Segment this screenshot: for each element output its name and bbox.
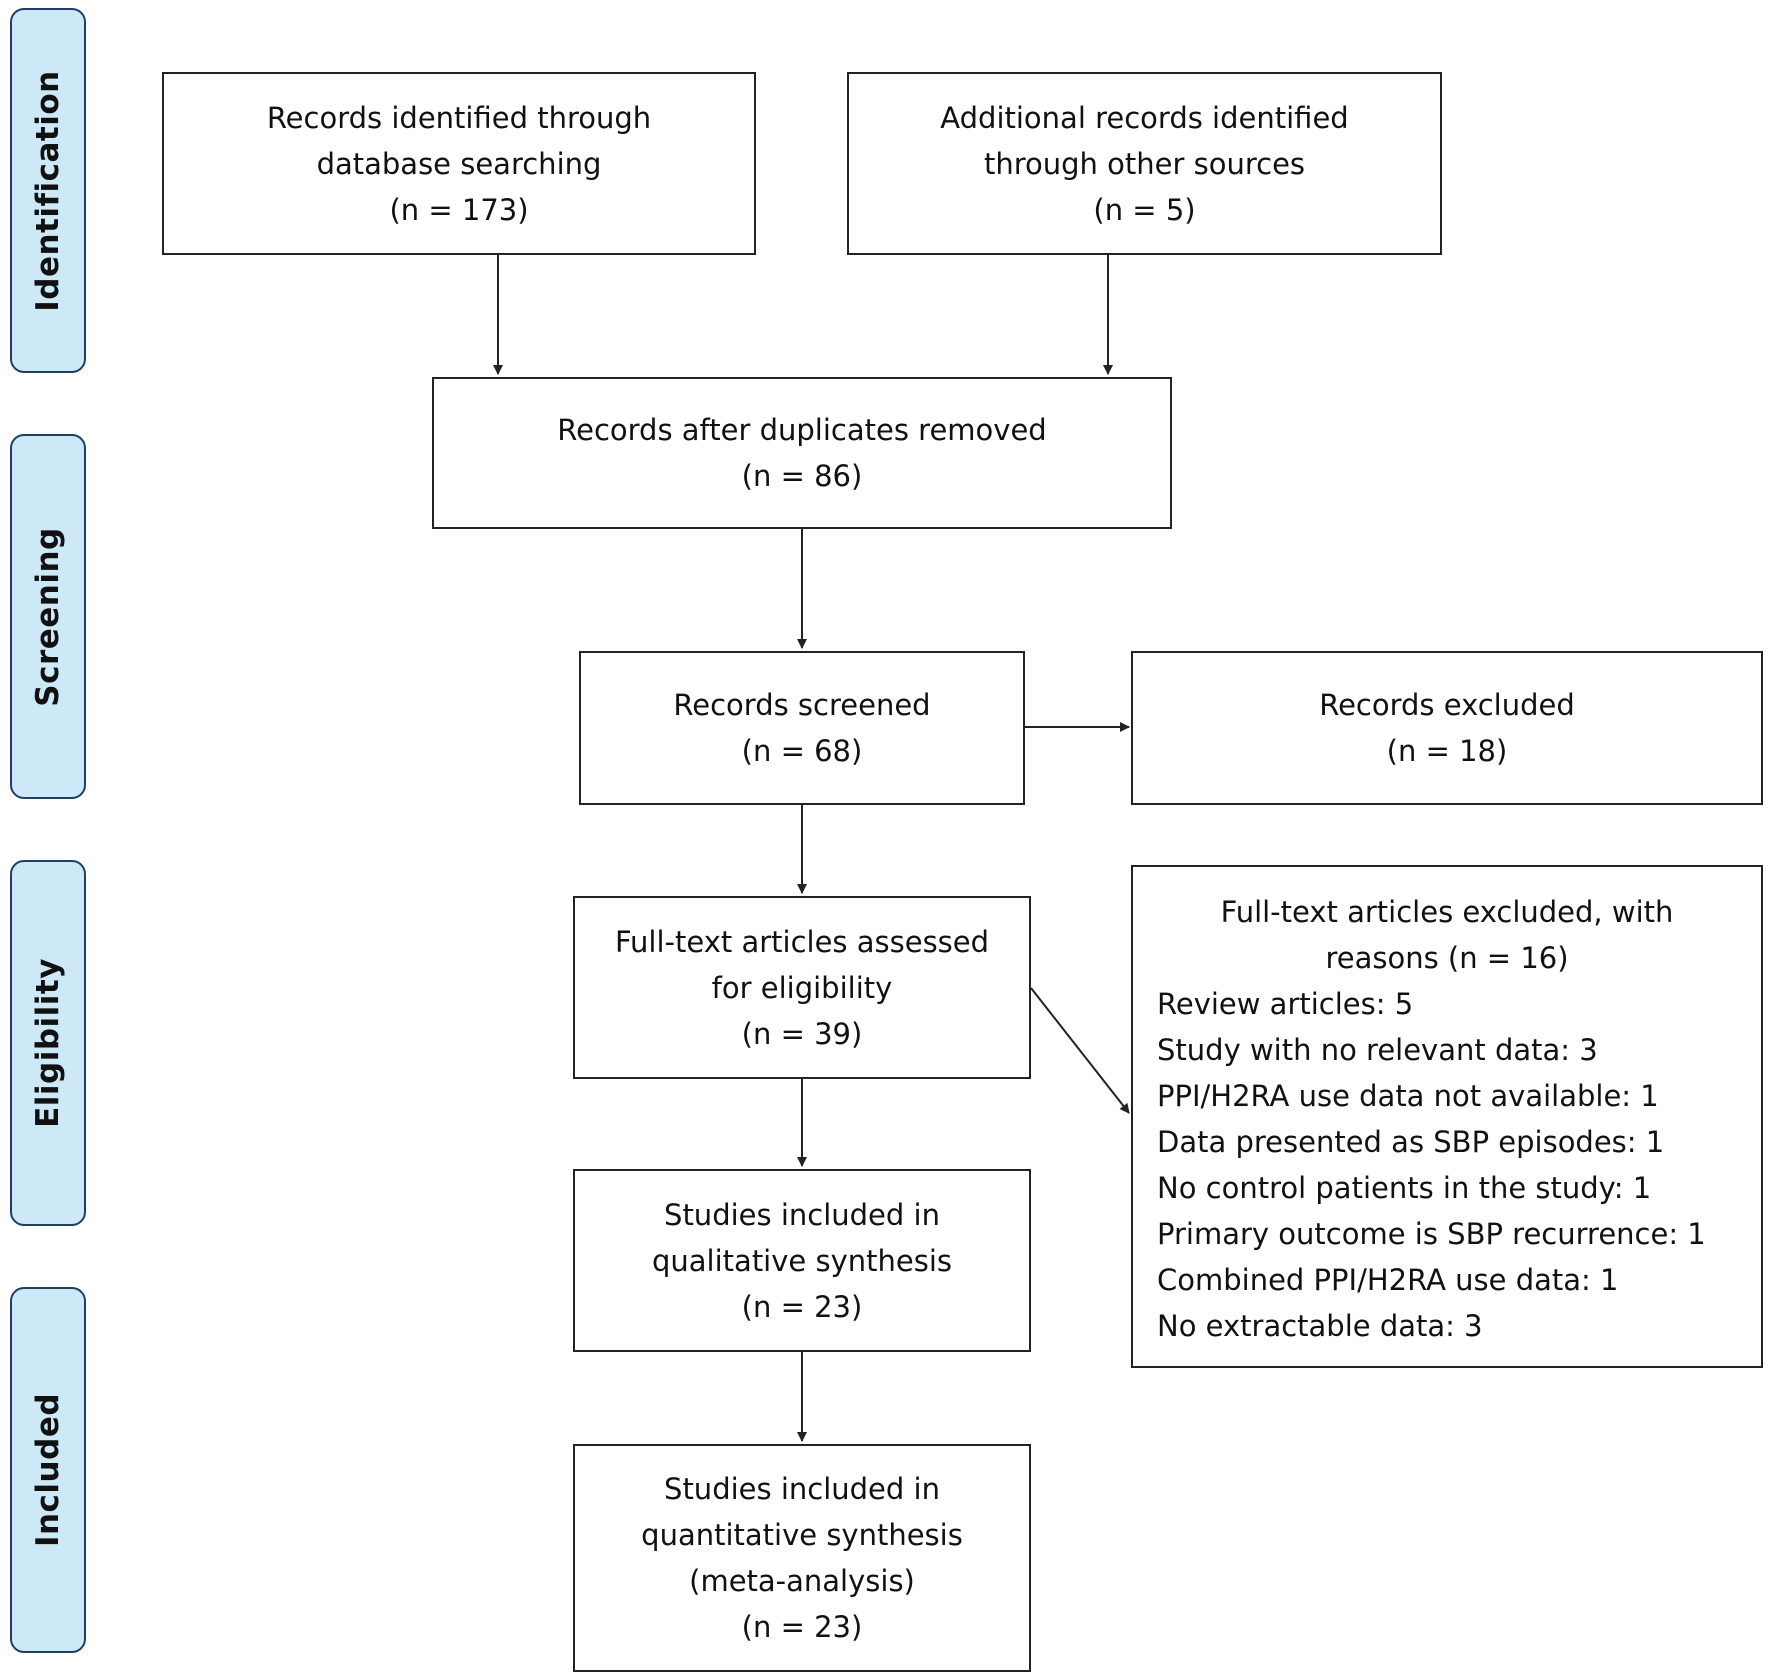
box-text: (meta-analysis) (689, 1564, 915, 1598)
stage-screening: Screening (10, 434, 86, 799)
box-text: for eligibility (711, 970, 893, 1005)
box-text: Studies included in (664, 1472, 940, 1506)
box-text: qualitative synthesis (652, 1243, 952, 1278)
box-text: through other sources (983, 146, 1306, 181)
box-heading: Full-text articles excluded, with reason… (1220, 895, 1674, 975)
box-fulltext-excluded: Full-text articles excluded, with reason… (1131, 865, 1763, 1368)
stage-label-eligibility: Eligibility (30, 958, 66, 1128)
exclusion-reason: No control patients in the study: 1 (1157, 1171, 1652, 1205)
stage-label-screening: Screening (30, 526, 66, 707)
box-records-excluded: Records excluded (n = 18) (1131, 651, 1763, 805)
box-count: (n = 68) (741, 734, 863, 768)
box-other-sources: Additional records identified through ot… (847, 72, 1442, 255)
stage-eligibility: Eligibility (10, 860, 86, 1226)
box-count: (n = 173) (389, 192, 529, 227)
box-count: (n = 39) (741, 1016, 863, 1051)
exclusion-reason: Combined PPI/H2RA use data: 1 (1157, 1263, 1619, 1297)
box-count: (n = 23) (741, 1289, 863, 1324)
box-database-records: Records identified through database sear… (162, 72, 756, 255)
exclusion-reason: Study with no relevant data: 3 (1157, 1033, 1598, 1067)
box-text: Records identified through (266, 100, 652, 135)
box-quantitative-synthesis: Studies included in quantitative synthes… (573, 1444, 1031, 1672)
exclusion-reason: Data presented as SBP episodes: 1 (1157, 1125, 1665, 1159)
stage-label-identification: Identification (30, 69, 66, 312)
box-text: quantitative synthesis (641, 1518, 963, 1552)
box-text: Full-text articles assessed (614, 924, 990, 959)
stage-identification: Identification (10, 8, 86, 373)
box-count: (n = 5) (1093, 192, 1196, 227)
box-text: Additional records identified (940, 100, 1349, 135)
box-count: (n = 23) (741, 1610, 863, 1644)
box-after-duplicates: Records after duplicates removed (n = 86… (432, 377, 1172, 529)
exclusion-reason: PPI/H2RA use data not available: 1 (1157, 1079, 1659, 1113)
exclusion-reason: Review articles: 5 (1157, 987, 1414, 1021)
exclusion-reason: No extractable data: 3 (1157, 1309, 1483, 1343)
box-qualitative-synthesis: Studies included in qualitative synthesi… (573, 1169, 1031, 1352)
stage-included: Included (10, 1287, 86, 1653)
box-records-screened: Records screened (n = 68) (579, 651, 1025, 805)
exclusion-reason: Primary outcome is SBP recurrence: 1 (1157, 1217, 1706, 1251)
box-count: (n = 18) (1386, 734, 1508, 768)
box-text: Studies included in (664, 1197, 940, 1232)
stage-label-included: Included (30, 1392, 66, 1548)
arrow-fulltext-to-excluded (1030, 987, 1130, 1114)
box-count: (n = 86) (741, 459, 863, 493)
box-text: Records after duplicates removed (557, 413, 1047, 447)
exclusion-reasons-list: Review articles: 5 Study with no relevan… (1133, 981, 1761, 1349)
box-text: Records excluded (1319, 688, 1575, 722)
box-text: database searching (316, 146, 602, 181)
box-fulltext-assessed: Full-text articles assessed for eligibil… (573, 896, 1031, 1079)
box-text: Records screened (673, 688, 931, 722)
